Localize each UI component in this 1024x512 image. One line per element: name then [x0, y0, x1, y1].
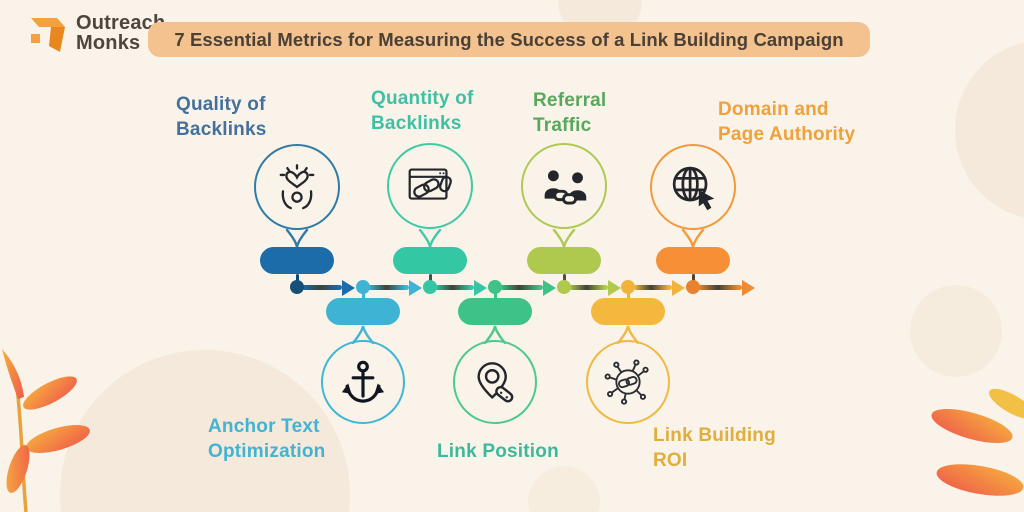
metric-label-roi: Link Building ROI: [653, 425, 776, 472]
background-blob: [910, 285, 1002, 377]
metric-circle-anchor: [321, 340, 405, 424]
connector-tail: [552, 229, 576, 248]
browser-links-icon: [408, 168, 452, 200]
metric-circle-position: [453, 340, 537, 424]
timeline-segment: [634, 285, 672, 290]
infographic-title: 7 Essential Metrics for Measuring the Su…: [174, 28, 844, 50]
timeline-dot-roi: [621, 280, 635, 294]
pin-link-icon: [477, 362, 514, 403]
metric-label-domain: Domain and Page Authority: [718, 99, 856, 146]
referral-people-icon: [544, 170, 587, 205]
logo-cube-icon: [31, 18, 65, 52]
roi-network-icon: [604, 359, 649, 405]
celebration-icon: [279, 164, 315, 210]
timeline-segment: [500, 285, 543, 290]
metric-circle-quality: [254, 144, 340, 230]
timeline-segment: [698, 285, 742, 290]
brand-name-line2: Monks: [76, 32, 141, 54]
metric-circle-roi: [586, 340, 670, 424]
connector-tail: [285, 229, 309, 248]
leaf-decoration-right: [931, 388, 1024, 496]
timeline-arrowhead: [543, 279, 556, 296]
metric-label-quantity: Quantity of Backlinks: [371, 88, 474, 135]
timeline-dot-anchor: [356, 280, 370, 294]
connector-tail: [483, 325, 507, 344]
background-blob: [528, 466, 600, 512]
metric-label-anchor: Anchor Text Optimization: [208, 416, 326, 463]
title-banner: 7 Essential Metrics for Measuring the Su…: [148, 22, 870, 57]
metric-label-position: Link Position: [437, 441, 559, 462]
metric-pill-anchor: [326, 298, 400, 325]
timeline-dot-quality: [290, 280, 304, 294]
metric-pill-quality: [260, 247, 334, 274]
connector-tail: [616, 325, 640, 344]
metric-pill-domain: [656, 247, 730, 274]
metric-pill-roi: [591, 298, 665, 325]
timeline-dot-domain: [686, 280, 700, 294]
globe-cursor-icon: [672, 166, 715, 211]
timeline-arrowhead: [742, 279, 755, 296]
timeline-dot-position: [488, 280, 502, 294]
metric-pill-position: [458, 298, 532, 325]
metric-pill-referral: [527, 247, 601, 274]
brand-logo: Outreach Monks: [26, 11, 165, 55]
brand-name-line1: Outreach: [76, 12, 166, 34]
metric-label-quality: Quality of Backlinks: [176, 94, 267, 141]
connector-tail: [418, 229, 442, 248]
metric-circle-quantity: [387, 143, 473, 229]
anchor-icon: [341, 360, 385, 403]
leaf-decoration-left: [2, 349, 90, 512]
metric-circle-referral: [521, 143, 607, 229]
metric-pill-quantity: [393, 247, 467, 274]
metric-label-referral: Referral Traffic: [533, 90, 607, 137]
timeline-arrowhead: [608, 279, 621, 296]
timeline-arrowhead: [342, 279, 355, 296]
connector-tail: [681, 229, 705, 248]
metric-circle-domain: [650, 144, 736, 230]
background-blob: [955, 40, 1024, 220]
timeline-dot-referral: [557, 280, 571, 294]
timeline-dot-quantity: [423, 280, 437, 294]
timeline-arrowhead: [672, 279, 685, 296]
timeline-segment: [569, 285, 608, 290]
timeline-segment: [368, 285, 409, 290]
timeline-arrowhead: [474, 279, 487, 296]
connector-tail: [351, 325, 375, 344]
timeline-arrowhead: [409, 279, 422, 296]
timeline-segment: [435, 285, 474, 290]
timeline-segment: [302, 285, 342, 290]
